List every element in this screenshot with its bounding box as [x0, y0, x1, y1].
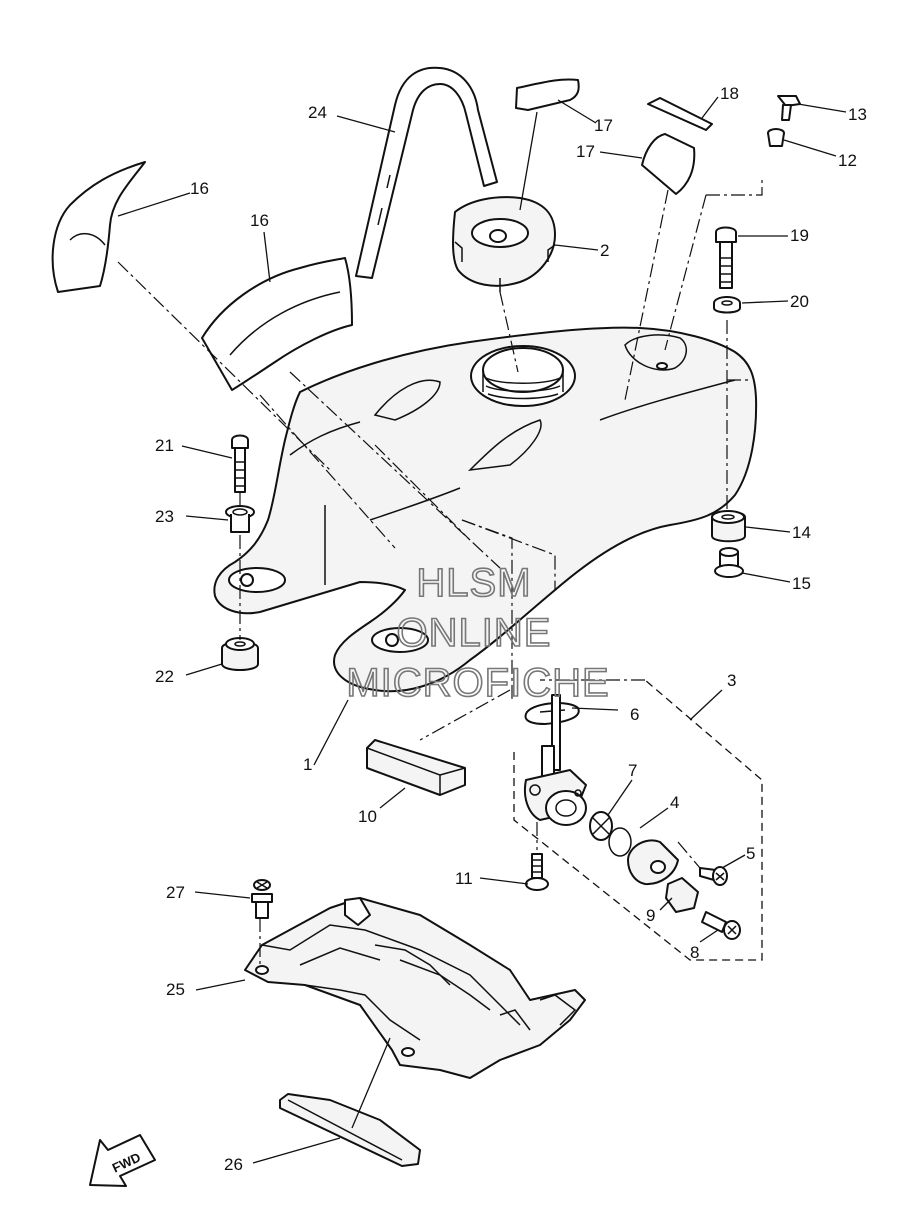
part-18-plate — [647, 97, 713, 131]
watermark-line-2: ONLINE — [397, 611, 552, 655]
watermark-line-3: MICROFICHE — [346, 661, 609, 705]
callout-3: 3 — [727, 671, 736, 690]
leader-lines — [117, 96, 847, 1164]
callout-24: 24 — [308, 103, 327, 122]
part-19-bolt — [715, 226, 737, 289]
part-12-collar — [767, 128, 785, 147]
watermark-line-1: HLSM — [416, 561, 531, 605]
fuel-cock-lever-plate — [627, 839, 679, 886]
callout-15: 15 — [792, 574, 811, 593]
callout-2: 2 — [600, 241, 609, 260]
callout-27: 27 — [166, 883, 185, 902]
callout-1: 1 — [303, 755, 312, 774]
watermark: HLSM ONLINE MICROFICHE — [346, 560, 610, 706]
callout-4: 4 — [670, 793, 679, 812]
part-25-guard — [244, 897, 586, 1079]
callout-21: 21 — [155, 436, 174, 455]
part-22-grommet — [221, 637, 259, 671]
part-7-filter — [589, 811, 613, 841]
part-4-o-ring — [608, 827, 632, 857]
part-24-breather-hose — [355, 66, 498, 279]
part-5-screw — [699, 866, 728, 886]
callout-5: 5 — [746, 844, 755, 863]
part-26-pad — [279, 1093, 421, 1167]
callout-18: 18 — [720, 84, 739, 103]
callout-19: 19 — [790, 226, 809, 245]
fuel-cock-body — [524, 694, 587, 826]
callout-labels: 1 2 3 4 5 6 7 8 9 10 11 12 13 14 15 16 1… — [155, 84, 867, 1174]
part-10-pad — [366, 739, 466, 796]
callout-14: 14 — [792, 523, 811, 542]
center-lines — [117, 180, 763, 965]
part-1-fuel-tank — [213, 326, 758, 693]
callout-10: 10 — [358, 807, 377, 826]
part-17-lower-pad — [641, 133, 696, 195]
callout-16b: 16 — [250, 211, 269, 230]
callout-7: 7 — [628, 761, 637, 780]
callout-9: 9 — [646, 906, 655, 925]
callout-26: 26 — [224, 1155, 243, 1174]
part-13-screw — [777, 95, 801, 121]
part-15-collar — [714, 547, 744, 578]
callout-20: 20 — [790, 292, 809, 311]
part-21-bolt — [231, 434, 249, 493]
part-16-right-decal — [201, 257, 353, 391]
callout-22: 22 — [155, 667, 174, 686]
part-23-collar — [225, 505, 255, 533]
callout-12: 12 — [838, 151, 857, 170]
callout-16a: 16 — [190, 179, 209, 198]
part-2-fuel-cap — [452, 196, 556, 292]
part-16-left-decal — [51, 161, 146, 293]
callout-13: 13 — [848, 105, 867, 124]
part-20-washer — [713, 296, 741, 314]
callout-25: 25 — [166, 980, 185, 999]
fwd-arrow-icon: FWD — [89, 1134, 156, 1187]
part-8-screw — [701, 911, 741, 940]
callout-23: 23 — [155, 507, 174, 526]
callout-17b: 17 — [576, 142, 595, 161]
part-9-knob — [665, 877, 699, 913]
callout-6: 6 — [630, 705, 639, 724]
callout-11: 11 — [455, 869, 473, 888]
callout-8: 8 — [690, 943, 699, 962]
part-14-grommet — [711, 510, 746, 543]
callout-17a: 17 — [594, 116, 613, 135]
part-27-bolt — [251, 879, 273, 919]
part-3-fuel-cock-assembly — [513, 679, 763, 961]
part-17-upper-pad — [515, 78, 580, 111]
part-11-screw — [525, 853, 549, 891]
